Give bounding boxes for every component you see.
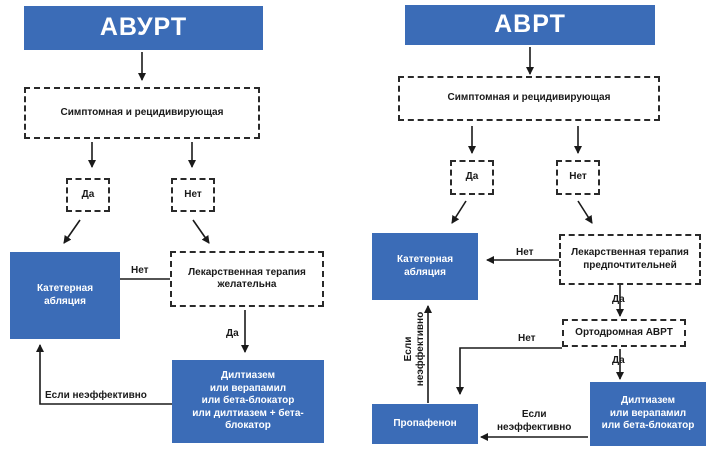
yes-label-left: Да (226, 328, 239, 339)
no-label-right: Нет (516, 247, 534, 258)
arrow-yes-to-ablation-left (63, 219, 81, 244)
yes-label-right-2: Да (612, 355, 625, 366)
no-label-left: Нет (131, 265, 149, 276)
arrow-no-to-drug-left (192, 219, 210, 244)
catheter-ablation-left: Катетерная абляция (10, 252, 120, 339)
arrow-yes-to-ablation-right (451, 200, 467, 224)
title-avnrt: АВУРТ (24, 6, 263, 50)
no-box-left: Нет (171, 178, 215, 212)
no-label-right-2: Нет (518, 333, 536, 344)
drugs-box-right: Дилтиазем или верапамил или бета-блокато… (590, 382, 706, 446)
title-avrt: АВРТ (405, 5, 655, 45)
yes-label-right-1: Да (612, 294, 625, 305)
no-box-right: Нет (556, 160, 600, 195)
drugs-box-left: Дилтиазем или верапамил или бета-блокато… (172, 360, 324, 443)
condition-box-left: Симптомная и рецидивирующая (24, 87, 260, 139)
propafenone-box: Пропафенон (372, 404, 478, 444)
condition-box-right: Симптомная и рецидивирующая (398, 76, 660, 121)
yes-box-left: Да (66, 178, 110, 212)
arrow-no-to-drug-right (577, 200, 593, 224)
ineffective-vertical-label: Если неэффективно (403, 311, 426, 387)
orthodromic-avrt-box: Ортодромная АВРТ (562, 319, 686, 347)
ineffective-label-left: Если неэффективно (45, 390, 147, 401)
yes-box-right: Да (450, 160, 494, 195)
drug-therapy-box-left: Лекарственная терапия желательна (170, 251, 324, 307)
drug-therapy-box-right: Лекарственная терапия предпочтительней (559, 234, 701, 285)
ineffective-label-right: Если неэффективно (497, 409, 572, 433)
arrow-orthodromic-to-propafenone-right (456, 347, 562, 395)
arrow-drugs-to-ablation-left (36, 344, 172, 405)
catheter-ablation-right: Катетерная абляция (372, 233, 478, 300)
